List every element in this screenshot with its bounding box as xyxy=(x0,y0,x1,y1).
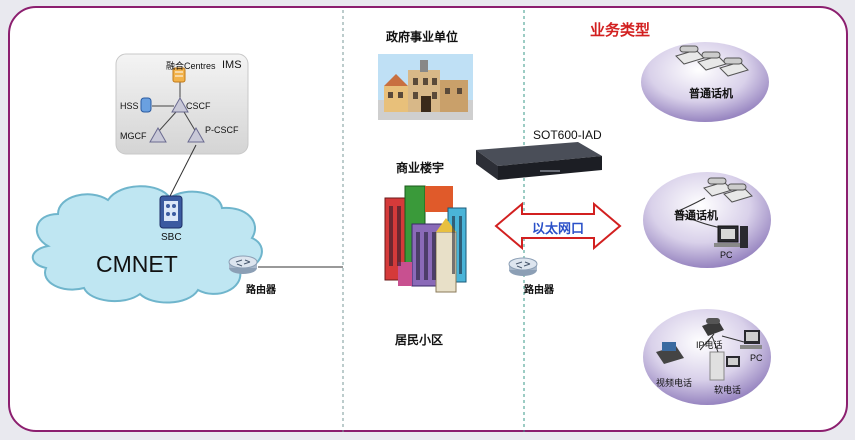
hss-icon xyxy=(140,97,152,113)
video-phone-icon xyxy=(656,342,684,364)
ims-centres-label: 融合Centres xyxy=(166,61,216,71)
iad-label: SOT600-IAD xyxy=(533,128,602,142)
router-icon-left xyxy=(228,255,258,274)
link-ims-sbc xyxy=(167,144,197,201)
cscf-icon xyxy=(171,96,189,113)
iad-device-image xyxy=(476,142,602,180)
service2-phone-label: 普通话机 xyxy=(674,210,718,222)
gov-label: 政府事业单位 xyxy=(386,30,459,44)
hss-label: HSS xyxy=(120,101,139,111)
ethernet-arrow xyxy=(494,201,622,251)
router-right-label: 路由器 xyxy=(524,285,554,296)
service1-phone-label: 普通话机 xyxy=(689,88,733,100)
government-building-image xyxy=(378,54,473,120)
service-ellipse-3 xyxy=(643,309,771,405)
device-links xyxy=(699,333,745,353)
sbc-icon xyxy=(159,195,183,229)
service3-soft-phone-label: 软电话 xyxy=(714,385,742,395)
sbc-label: SBC xyxy=(161,232,182,243)
router-icon-right xyxy=(508,257,538,276)
residential-label: 居民小区 xyxy=(395,333,444,347)
service3-video-phone-label: 视频电话 xyxy=(656,378,693,388)
ethernet-label: 以太网口 xyxy=(532,221,585,236)
ip-phone-icon xyxy=(702,318,724,336)
ims-title: IMS xyxy=(222,59,242,71)
centres-icon xyxy=(172,67,186,83)
mgcf-icon xyxy=(149,126,167,143)
cmnet-cloud xyxy=(31,185,263,304)
pc-icon xyxy=(714,225,748,248)
pcscf-icon xyxy=(187,126,205,143)
service2-pc-label: PC xyxy=(720,250,733,260)
pc-icon-2 xyxy=(740,330,762,349)
service-title: 业务类型 xyxy=(590,22,651,39)
phone-cable xyxy=(674,197,723,229)
commercial-buildings-image xyxy=(384,185,467,293)
service3-pc-label: PC xyxy=(750,353,763,363)
router-left-label: 路由器 xyxy=(246,285,276,296)
service3-ip-phone-label: IP电话 xyxy=(696,340,723,350)
pcscf-label: P-CSCF xyxy=(205,125,239,135)
cscf-label: CSCF xyxy=(186,101,211,111)
mgcf-label: MGCF xyxy=(120,131,147,141)
desk-phones-icon xyxy=(675,45,749,77)
desk-phones-icon-2 xyxy=(703,177,753,203)
commercial-label: 商业楼宇 xyxy=(396,161,445,175)
cmnet-label: CMNET xyxy=(96,251,178,277)
soft-phone-icon xyxy=(709,351,740,381)
